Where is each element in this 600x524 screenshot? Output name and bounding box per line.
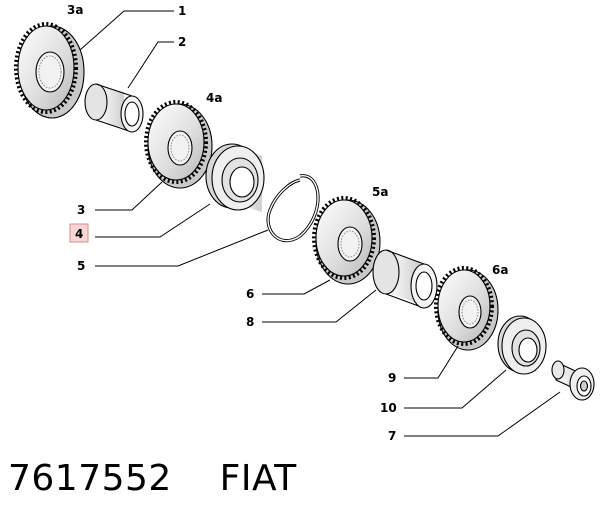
callout-4a: 4a — [206, 91, 222, 105]
callout-7: 7 — [388, 429, 396, 443]
bolt-7 — [551, 360, 595, 401]
callout-3a: 3a — [67, 3, 83, 17]
gear-3a — [14, 22, 85, 119]
leader-4 — [95, 203, 211, 238]
part-number: 7617552 — [8, 458, 172, 499]
callout-4: 4 — [75, 227, 83, 241]
bearing-4 — [205, 143, 265, 212]
gear-9 — [434, 266, 499, 351]
brand-name: FIAT — [219, 458, 297, 499]
leader-1 — [79, 10, 174, 51]
bushing-2 — [84, 83, 144, 133]
bearing-10 — [497, 315, 547, 375]
callout-1: 1 — [178, 4, 186, 18]
gear-3 — [144, 100, 213, 189]
bushing-8 — [372, 249, 438, 309]
callout-10: 10 — [380, 401, 397, 415]
leader-10 — [404, 369, 507, 409]
highlight-box-4 — [69, 223, 89, 243]
callout-labels: 3a 1 2 4a 3 4 5a 5 6a 6 8 9 10 7 — [67, 3, 508, 443]
leader-5 — [95, 229, 269, 267]
callout-9: 9 — [388, 371, 396, 385]
gear-6 — [312, 196, 381, 285]
part-number-caption: 7617552 FIAT — [8, 458, 297, 499]
leader-9 — [404, 345, 459, 379]
snap-ring-5 — [266, 174, 320, 243]
callout-2: 2 — [178, 35, 186, 49]
leader-2 — [127, 41, 174, 89]
leader-3 — [95, 181, 163, 211]
leader-8 — [262, 289, 377, 323]
leader-lines — [79, 10, 561, 437]
callout-6a: 6a — [492, 263, 508, 277]
leader-6 — [262, 279, 331, 295]
callout-6: 6 — [246, 287, 254, 301]
callout-5: 5 — [77, 259, 85, 273]
callout-8: 8 — [246, 315, 254, 329]
callout-3: 3 — [77, 203, 85, 217]
callout-5a: 5a — [372, 185, 388, 199]
leader-7 — [404, 391, 561, 437]
